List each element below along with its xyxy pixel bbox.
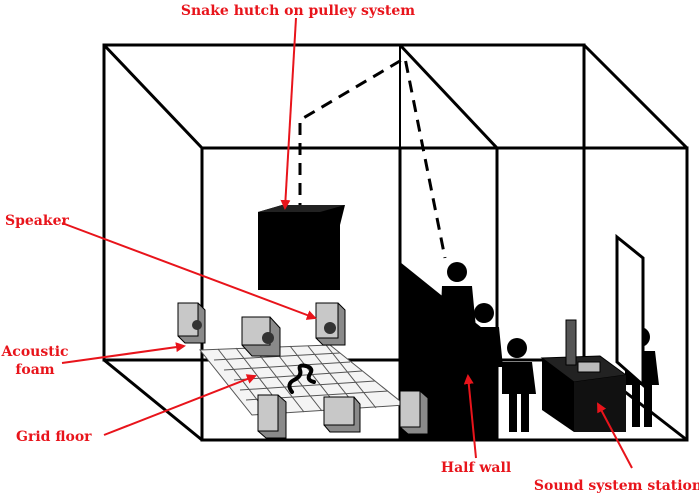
person-1	[440, 262, 476, 386]
label-grid-floor: Grid floor	[16, 429, 92, 445]
snake-hutch	[258, 205, 345, 290]
grid-floor	[198, 344, 407, 416]
snake-figure	[287, 363, 316, 394]
arrow-sound-system-station	[597, 402, 633, 469]
label-snake-hutch: Snake hutch on pulley system	[181, 3, 415, 19]
speaker-front-middle	[323, 396, 361, 433]
speaker-back-middle	[241, 316, 281, 357]
arrow-snake-hutch	[280, 17, 297, 210]
label-speaker: Speaker	[5, 213, 69, 229]
arrow-acoustic-foam	[61, 342, 186, 364]
label-half-wall: Half wall	[441, 460, 511, 476]
speaker-back-right	[315, 302, 346, 346]
pulley-rope	[298, 55, 447, 259]
arrow-grid-floor	[103, 374, 257, 436]
speaker-back-left	[177, 302, 206, 344]
glass-panel	[615, 233, 645, 389]
arrow-half-wall	[463, 374, 477, 459]
person-2	[467, 303, 503, 427]
label-sound-system-station: Sound system station	[534, 478, 699, 494]
speaker-front-left	[257, 394, 287, 439]
speaker-front-right	[399, 390, 429, 435]
person-3	[502, 338, 536, 432]
arrow-speaker	[61, 222, 317, 320]
annotation-arrows	[61, 17, 633, 469]
label-acoustic-foam-line2: foam	[15, 362, 54, 378]
label-acoustic-foam-line1: Acoustic	[0, 344, 68, 360]
